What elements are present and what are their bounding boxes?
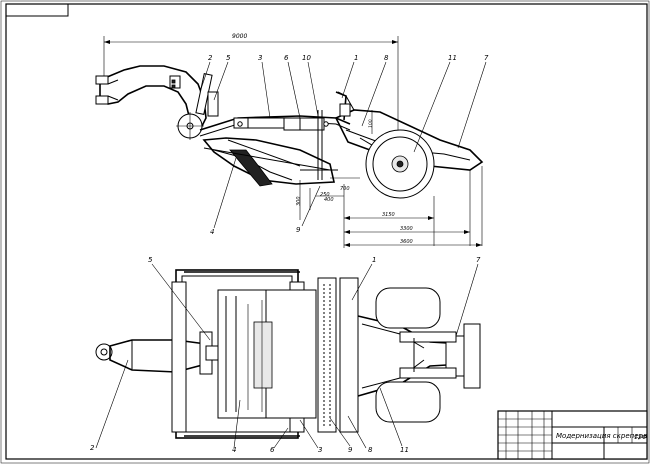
side-callout-8: 8 (384, 54, 389, 62)
plan-push-block (463, 323, 481, 389)
side-callout-10: 10 (302, 54, 311, 62)
plan-callout-11: 11 (400, 446, 409, 454)
hitch-jaw-upper (95, 75, 109, 85)
plan-callout-2: 2 (90, 444, 95, 452)
dimension-overall-length: 9000 (232, 33, 247, 40)
plan-view: 5 1 7 2 4 6 3 9 8 11 (90, 256, 481, 454)
side-callout-3: 3 (258, 54, 262, 62)
side-callout-11: 11 (448, 54, 457, 62)
side-view: 9000 (95, 33, 489, 248)
side-callout-9: 9 (296, 226, 301, 234)
plan-rear-wheel-left (375, 287, 441, 329)
side-callout-5: 5 (226, 54, 231, 62)
plan-callout-8: 8 (368, 446, 373, 454)
plan-view-callouts: 5 1 7 2 4 6 3 9 8 11 (90, 256, 481, 454)
bowl-top-beam (199, 115, 351, 131)
plan-callout-7: 7 (476, 256, 481, 264)
dim-3150: 3150 (382, 212, 395, 218)
bowl-apron-shadow (229, 149, 273, 187)
plan-callout-4: 4 (232, 446, 236, 454)
side-view-callouts: 2 5 3 6 10 1 8 11 7 4 9 (199, 54, 489, 236)
title-block-sheet-code: 12Ф (634, 434, 647, 441)
plan-callout-9: 9 (348, 446, 353, 454)
svg-text:100: 100 (368, 119, 374, 128)
plan-hitch-eye (95, 343, 113, 361)
plan-callout-3: 3 (318, 446, 322, 454)
dim-3300: 3300 (400, 226, 413, 232)
side-callout-4: 4 (210, 228, 214, 236)
dim-400: 400 (324, 197, 334, 203)
dim-300: 300 (296, 196, 302, 206)
plan-apron (265, 289, 317, 419)
dim-3600: 3600 (400, 239, 413, 245)
title-block-title: Модернизация скрепера (556, 432, 647, 440)
hitch-jaw-lower (95, 95, 109, 105)
scraper-bowl (202, 137, 335, 185)
plan-callout-1: 1 (372, 256, 376, 264)
side-callout-1: 1 (354, 54, 358, 62)
side-callout-2: 2 (208, 54, 213, 62)
top-left-stamp (5, 3, 69, 17)
dim-700: 700 (340, 186, 350, 192)
title-block: Модернизация скрепера 12Ф (497, 410, 648, 460)
side-callout-6: 6 (284, 54, 289, 62)
side-callout-7: 7 (484, 54, 489, 62)
sheet-inner-frame (5, 3, 648, 460)
dim-250: 250 (320, 192, 330, 198)
plan-callout-6: 6 (270, 446, 275, 454)
plan-rear-wheel-right (375, 381, 441, 423)
plan-callout-5: 5 (148, 256, 153, 264)
